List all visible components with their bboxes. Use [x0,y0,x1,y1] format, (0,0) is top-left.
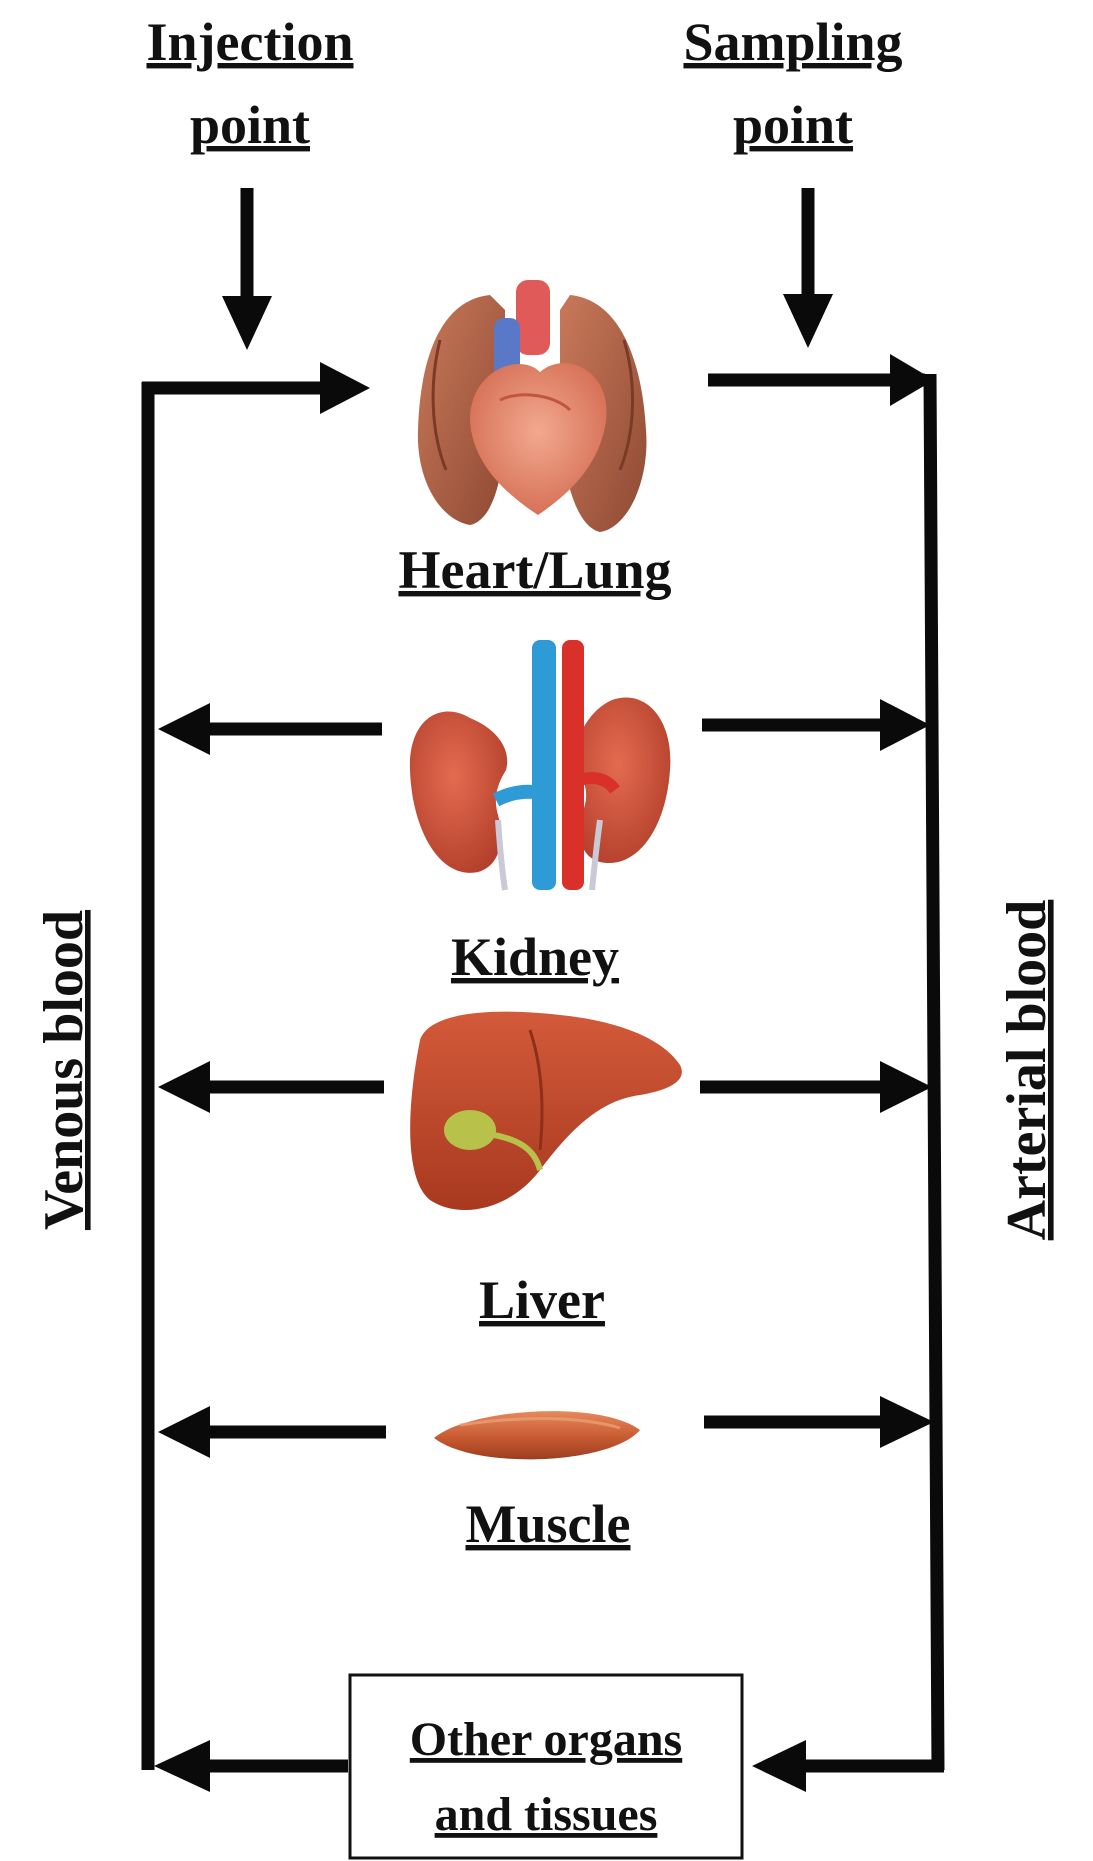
injection-label-line1: Injection [147,12,354,72]
venous-trunk [142,362,370,1770]
organ-label-heart-lung: Heart/Lung [398,540,671,600]
liver-venous-arrow [158,1061,384,1113]
liver-icon [410,1012,682,1210]
other-organs-label-line2: and tissues [435,1788,658,1841]
muscle-venous-arrow [158,1406,386,1458]
other-arterial-arrow [752,1740,944,1792]
venous-to-heart-arrowhead [320,362,370,414]
sampling-down-arrow [783,188,833,348]
liver-arterial-arrow [700,1061,932,1113]
muscle-icon [434,1411,640,1459]
sampling-label-line2: point [733,95,853,155]
organ-label-liver: Liver [479,1270,605,1330]
kidney-arterial-arrow [702,699,930,751]
injection-point-label: Injection point [147,12,354,155]
organ-label-kidney: Kidney [451,927,619,987]
injection-label-line2: point [190,95,310,155]
sampling-label-line1: Sampling [683,12,902,72]
kidney-venous-arrow [158,703,382,755]
arterial-trunk [708,354,938,1770]
organ-label-muscle: Muscle [466,1494,631,1554]
other-organs-label-line1: Other organs [410,1713,682,1766]
muscle-arterial-arrow [704,1396,934,1448]
heart-lung-icon [418,280,647,532]
kidney-icon [410,640,670,890]
injection-down-arrow [222,188,272,350]
arterial-blood-label: Arterial blood [996,900,1058,1241]
venous-blood-label: Venous blood [33,910,95,1230]
sampling-point-label: Sampling point [683,12,902,155]
other-organs-box: Other organs and tissues [350,1675,742,1858]
other-venous-arrow [154,1740,348,1792]
